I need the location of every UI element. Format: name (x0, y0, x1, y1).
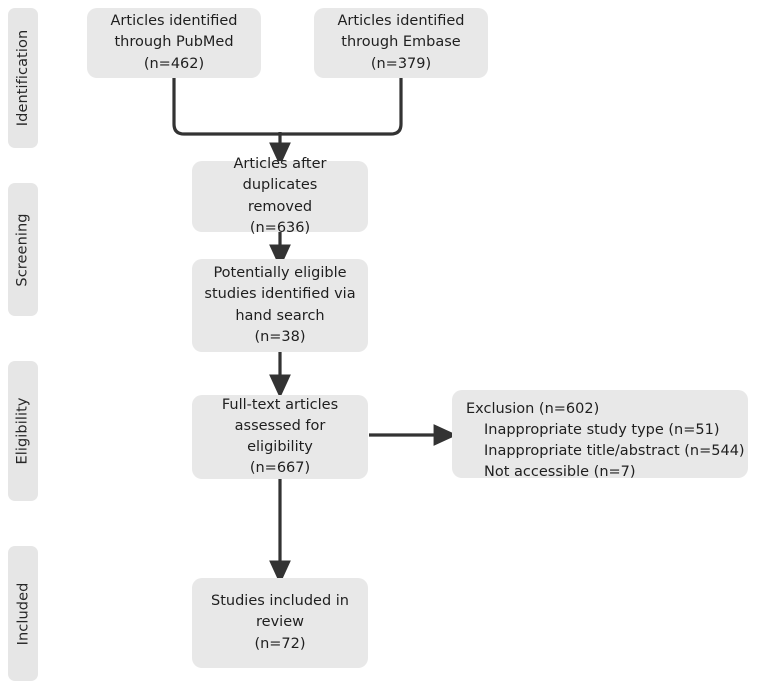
stage-pill-screening: Screening (8, 183, 38, 316)
connector-embase-to-merge (278, 76, 403, 136)
stage-pill-included: Included (8, 546, 38, 681)
connector-pubmed-to-merge (172, 76, 282, 136)
box-articles-embase: Articles identified through Embase (n=37… (314, 8, 488, 78)
box-exclusion: Exclusion (n=602) Inappropriate study ty… (452, 390, 748, 480)
box-articles-pubmed: Articles identified through PubMed (n=46… (87, 8, 261, 78)
exclusion-reason-title-abstract: Inappropriate title/abstract (n=544) (484, 443, 745, 460)
box-duplicates-removed-text: Articles after duplicates removed (n=636… (233, 156, 327, 236)
box-articles-pubmed-text: Articles identified through PubMed (n=46… (110, 13, 238, 72)
stage-label-eligibility: Eligibility (15, 397, 32, 465)
exclusion-reason-study-type: Inappropriate study type (n=51) (484, 422, 720, 439)
box-duplicates-removed: Articles after duplicates removed (n=636… (192, 156, 368, 236)
box-full-text-assessed-text: Full-text articles assessed for eligibil… (221, 396, 339, 477)
exclusion-title: Exclusion (n=602) (466, 401, 600, 417)
stage-pill-identification: Identification (8, 8, 38, 148)
box-studies-included: Studies included in review (n=72) (192, 578, 368, 668)
stage-label-screening: Screening (15, 212, 31, 287)
box-articles-embase-text: Articles identified through Embase (n=37… (337, 13, 465, 72)
box-hand-search-text: Potentially eligible studies identified … (204, 265, 356, 345)
box-hand-search: Potentially eligible studies identified … (192, 259, 368, 352)
exclusion-reason-not-accessible: Not accessible (n=7) (484, 464, 636, 481)
stage-label-included: Included (15, 582, 32, 645)
box-full-text-assessed: Full-text articles assessed for eligibil… (192, 395, 368, 479)
box-studies-included-text: Studies included in review (n=72) (211, 593, 349, 652)
stage-pill-eligibility: Eligibility (8, 361, 38, 501)
stage-label-identification: Identification (15, 29, 32, 127)
